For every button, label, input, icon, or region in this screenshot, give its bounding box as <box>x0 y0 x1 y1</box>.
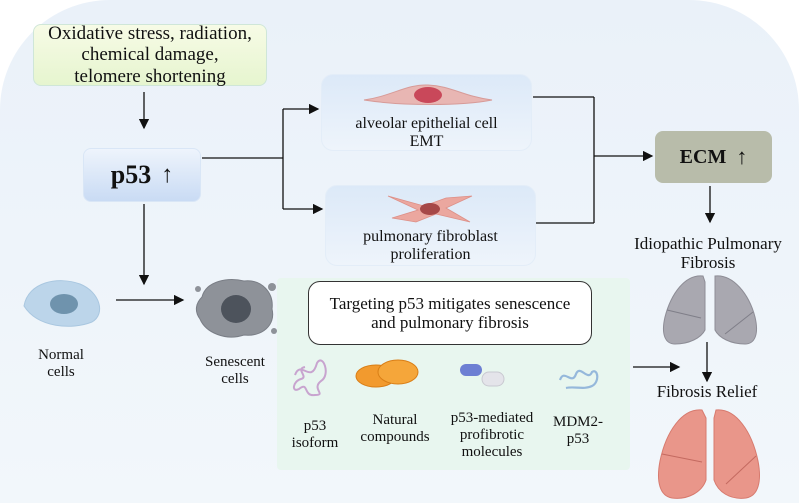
natural-compounds-icon <box>355 359 419 388</box>
senescent-cell-icon <box>195 279 277 338</box>
fibrosis-relief-label: Fibrosis Relief <box>656 382 758 401</box>
fibroblast-line-1: pulmonary fibroblast <box>363 228 498 245</box>
fibroblast-box: pulmonary fibroblast proliferation <box>325 185 536 266</box>
senescent-cells-label: Senescent cells <box>187 354 283 388</box>
p53-isoform-icon <box>293 359 327 397</box>
strategy-3-line-1: MDM2- <box>552 414 603 430</box>
ecm-box: ECM ↑ <box>655 131 772 183</box>
strategy-0-line-1: p53 <box>303 418 327 434</box>
strategy-2-line-1: p53-mediated <box>450 410 534 426</box>
targeting-line-2: and pulmonary fibrosis <box>371 313 529 332</box>
strategy-label-3: MDM2- p53 <box>548 414 608 448</box>
strategy-2-line-2: profibrotic <box>459 426 525 443</box>
emt-box: alveolar epithelial cell EMT <box>321 74 532 151</box>
normal-cells-label: Normal cells <box>16 347 106 381</box>
stress-line-1: Oxidative stress, radiation, <box>48 23 252 45</box>
senescent-line-1: Senescent <box>205 354 265 370</box>
up-arrow-icon: ↑ <box>736 144 748 169</box>
senescent-line-2: cells <box>221 370 249 387</box>
strategy-label-0: p53 isoform <box>290 418 340 452</box>
strategy-1-line-1: Natural <box>372 412 418 428</box>
targeting-line-1: Targeting p53 mitigates senescence <box>329 293 571 313</box>
stress-factors-box: Oxidative stress, radiation, chemical da… <box>33 23 267 87</box>
fibroblast-line-2: proliferation <box>390 245 471 263</box>
stress-line-2: chemical damage, <box>81 44 219 66</box>
ecm-label: ECM <box>679 145 727 168</box>
targeting-box: Targeting p53 mitigates senescence and p… <box>308 281 592 345</box>
p53-box: p53 ↑ <box>83 148 201 202</box>
strategy-label-2: p53-mediated profibrotic molecules <box>436 410 548 460</box>
strategy-2-line-3: molecules <box>461 443 523 460</box>
strategy-3-line-2: p53 <box>566 430 590 447</box>
strategy-1-line-2: compounds <box>360 428 430 445</box>
normal-line-2: cells <box>47 363 75 380</box>
epithelial-cell-icon <box>363 84 493 105</box>
fibrotic-lungs-icon <box>662 275 758 345</box>
ipf-label: Idiopathic Pulmonary Fibrosis <box>610 234 799 272</box>
normal-line-1: Normal <box>38 347 84 363</box>
normal-cell-icon <box>23 280 101 327</box>
strategy-0-line-2: isoform <box>291 434 339 451</box>
ipf-line-2: Fibrosis <box>680 253 736 273</box>
up-arrow-icon: ↑ <box>161 161 174 188</box>
capsule-icon <box>460 364 505 387</box>
ipf-line-1: Idiopathic Pulmonary <box>634 234 782 253</box>
fibroblast-cell-icon <box>387 195 473 223</box>
stress-line-3: telomere shortening <box>74 65 226 87</box>
emt-line-2: EMT <box>409 132 444 150</box>
mdm2-p53-icon <box>558 369 599 390</box>
p53-label: p53 <box>110 160 152 189</box>
emt-line-1: alveolar epithelial cell <box>355 115 498 132</box>
healthy-lungs-icon <box>658 409 760 499</box>
strategy-label-1: Natural compounds <box>352 412 438 446</box>
